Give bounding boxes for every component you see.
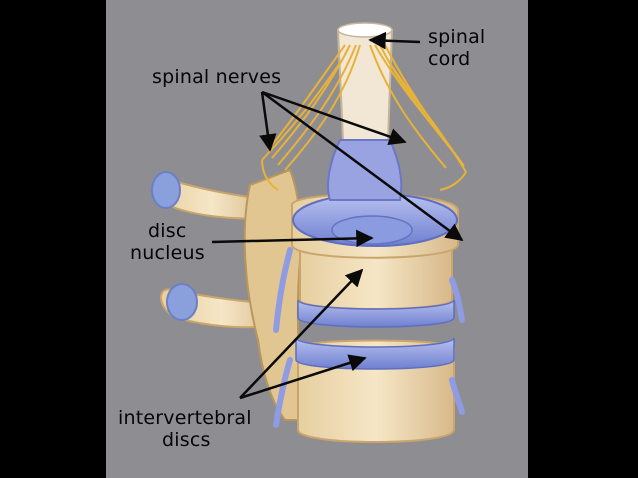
spinal-nerves-arrow-2: [261, 90, 407, 146]
spinal-cord-shape: [327, 22, 403, 201]
intervertebral-disc-upper: [297, 299, 455, 328]
label-spinal-cord-line2: cord: [428, 48, 471, 70]
nerve-roots: [273, 247, 465, 428]
spinal-nerves-arrow-3: [261, 90, 464, 242]
label-disc-nucleus: disc nucleus: [130, 220, 205, 264]
top-vertebra: [291, 193, 459, 259]
intervertebral-discs-arrow-2: [239, 354, 367, 400]
label-intervertebral-discs-line1: intervertebral: [118, 407, 252, 429]
label-disc-nucleus-line2: nucleus: [130, 242, 205, 264]
spinal-nerve-fibers: [261, 44, 467, 191]
label-spinal-cord-line1: spinal: [428, 26, 486, 48]
spinal-nerves-arrow-1: [259, 91, 277, 152]
transverse-process-lower: [159, 283, 284, 329]
label-intervertebral-discs-line2: discs: [162, 429, 211, 451]
transverse-process-upper: [151, 171, 272, 220]
label-spinal-cord: spinal cord: [428, 26, 485, 70]
disc-nucleus-arrow: [211, 229, 374, 248]
intervertebral-discs-arrow-1: [239, 268, 364, 399]
label-spinal-nerves-text: spinal nerves: [152, 66, 282, 88]
label-arrows: [211, 31, 464, 400]
label-spinal-nerves: spinal nerves: [152, 66, 281, 88]
intervertebral-disc-lower: [295, 337, 455, 370]
label-disc-nucleus-line1: disc: [148, 220, 187, 242]
label-intervertebral-discs: intervertebral discs: [118, 407, 252, 451]
spinal-cord-arrow: [368, 31, 421, 50]
